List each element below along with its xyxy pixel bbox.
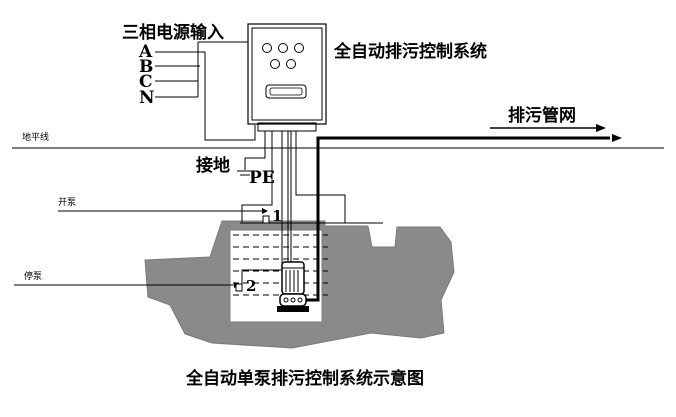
arrow-right-icon: [612, 134, 622, 142]
ground-symbol-icon: [237, 170, 253, 176]
display-window: [265, 84, 307, 99]
float-2-label: 2: [246, 277, 256, 295]
diagram-caption: 全自动单泵排污控制系统示意图: [185, 368, 424, 389]
arrow-right-icon: [596, 124, 606, 132]
grounding-label: 接地: [196, 155, 230, 176]
discharge-pipe: [306, 136, 610, 302]
phase-c-label: C: [139, 72, 153, 92]
cabinet-wiring: [241, 131, 346, 285]
controller-label: 全自动排污控制系统: [333, 41, 487, 62]
pump-start-label: 开泵: [58, 197, 76, 208]
ground-level-label: 地平线: [22, 131, 49, 143]
pump-stop-label: 停泵: [24, 270, 42, 282]
float-1-label: 1: [272, 207, 282, 225]
water-level-lines: [233, 234, 328, 296]
phase-b-label: B: [139, 57, 153, 77]
float-switch-2: [235, 283, 243, 292]
phase-n-label: N: [139, 88, 155, 108]
indicator-lamp-icon: [270, 59, 280, 69]
indicator-lamp-icon: [286, 59, 296, 69]
pe-label: PE: [249, 168, 275, 188]
control-cabinet: [247, 23, 327, 132]
phase-a-label: A: [138, 42, 153, 62]
sewer-network-label: 排污管网: [508, 105, 576, 126]
power-input-label: 三相电源输入: [122, 22, 224, 43]
supply-wires: [155, 41, 256, 141]
indicator-lamp-icon: [294, 43, 304, 53]
pump-icon: [277, 261, 309, 312]
indicator-lamp-icon: [262, 43, 272, 53]
float-switch-1: [262, 215, 270, 224]
indicator-lamp-icon: [278, 43, 288, 53]
